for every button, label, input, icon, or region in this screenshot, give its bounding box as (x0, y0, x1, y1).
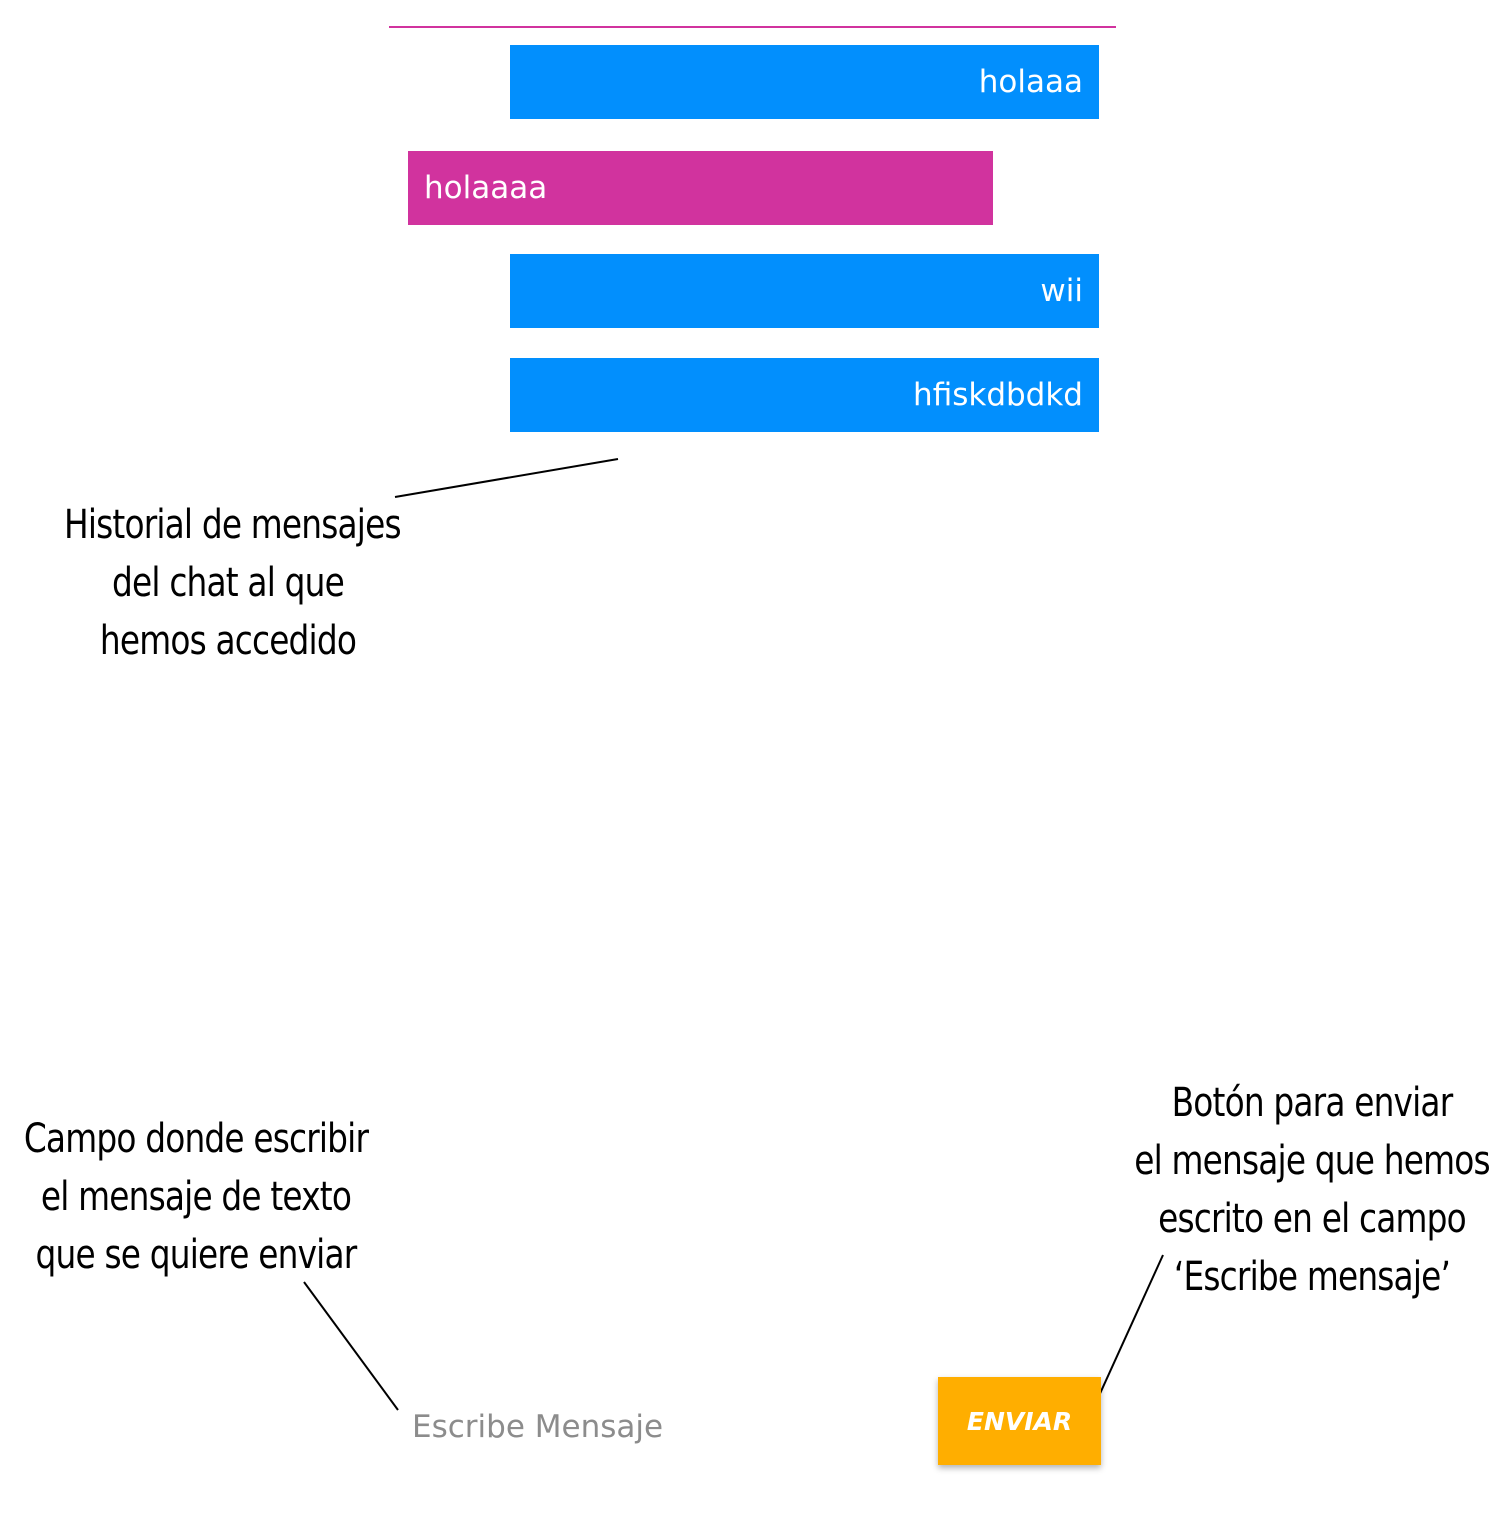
annotation-line: escrito en el campo (1158, 1196, 1467, 1242)
annotation-line: ‘Escribe mensaje’ (1173, 1254, 1451, 1300)
annotation-line: Botón para enviar (1171, 1080, 1454, 1126)
message-input[interactable] (404, 1398, 904, 1456)
annotation-line: del chat al que (112, 560, 345, 606)
annotation-line: que se quiere enviar (35, 1232, 358, 1278)
chat-header-divider (389, 26, 1116, 28)
annotation-line: Historial de mensajes (64, 502, 402, 548)
annotation-line: el mensaje de texto (40, 1174, 352, 1220)
annotation-line: Campo donde escribir (23, 1116, 369, 1162)
annotation-line: hemos accedido (99, 618, 357, 664)
message-sent: hfiskdbdkd (510, 358, 1099, 432)
message-sent: holaaa (510, 45, 1099, 119)
button-annotation: Botón para enviar el mensaje que hemos e… (1132, 1074, 1493, 1306)
message-text: hfiskdbdkd (913, 377, 1083, 413)
history-leader-line (394, 458, 619, 498)
message-text: holaaa (978, 64, 1083, 100)
send-button[interactable]: ENVIAR (938, 1377, 1101, 1465)
message-sent: wii (510, 254, 1099, 328)
input-annotation: Campo donde escribir el mensaje de texto… (23, 1110, 369, 1284)
history-annotation: Historial de mensajes del chat al que he… (64, 496, 402, 670)
message-text: holaaaa (424, 170, 548, 206)
message-received: holaaaa (408, 151, 993, 225)
input-leader-line (303, 1281, 399, 1411)
message-text: wii (1040, 273, 1083, 309)
annotation-line: el mensaje que hemos (1134, 1138, 1490, 1184)
